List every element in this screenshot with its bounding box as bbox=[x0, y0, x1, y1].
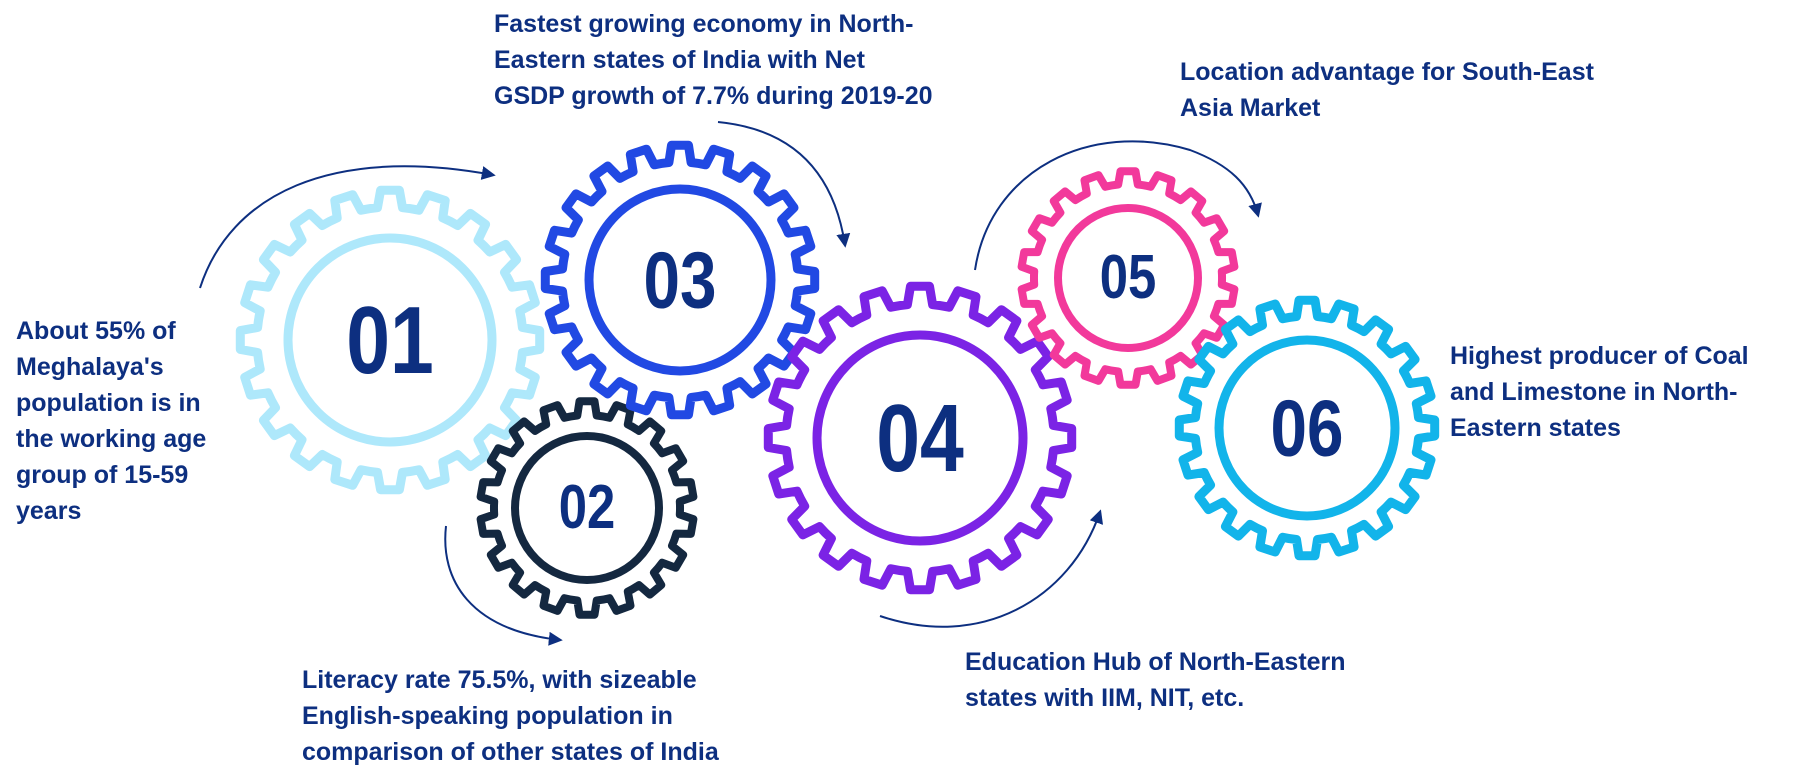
arrow-05 bbox=[974, 140, 1262, 271]
arrow-03 bbox=[717, 121, 851, 248]
gear-06-ring bbox=[1214, 335, 1400, 521]
gear-04-number: 04 bbox=[876, 384, 964, 491]
gear-01-ring bbox=[283, 233, 497, 447]
connector-arrows bbox=[199, 121, 1262, 646]
gear-06-number: 06 bbox=[1271, 383, 1344, 473]
gear-02-ring bbox=[511, 432, 663, 584]
gear-06: 06 bbox=[1174, 295, 1440, 561]
caption-01: About 55% of Meghalaya's population is i… bbox=[16, 317, 207, 525]
gear-05: 05 bbox=[1017, 167, 1239, 389]
gear-05-ring bbox=[1054, 204, 1202, 352]
caption-05: Location advantage for South-East Asia M… bbox=[1180, 58, 1594, 122]
gear-05-number: 05 bbox=[1100, 244, 1157, 313]
gear-01: 01 bbox=[235, 185, 545, 495]
arrow-04 bbox=[879, 509, 1104, 628]
caption-06: Highest producer of Coal and Limestone i… bbox=[1450, 342, 1749, 442]
gear-04: 04 bbox=[763, 281, 1077, 595]
arrow-01 bbox=[199, 165, 496, 289]
caption-03: Fastest growing economy in North- Easter… bbox=[494, 10, 933, 110]
caption-04: Education Hub of North-Eastern states wi… bbox=[965, 648, 1346, 712]
gear-02: 02 bbox=[476, 397, 698, 619]
gear-03: 03 bbox=[540, 140, 820, 420]
gear-01-number: 01 bbox=[346, 286, 434, 393]
gear-layer: 01 02 03 04 05 06 bbox=[235, 140, 1440, 619]
caption-02: Literacy rate 75.5%, with sizeable Engli… bbox=[302, 666, 719, 766]
gear-04-ring bbox=[812, 330, 1028, 546]
gear-02-number: 02 bbox=[559, 474, 616, 543]
arrow-02 bbox=[444, 525, 563, 646]
gear-03-ring bbox=[584, 184, 776, 376]
gear-03-number: 03 bbox=[644, 235, 717, 325]
